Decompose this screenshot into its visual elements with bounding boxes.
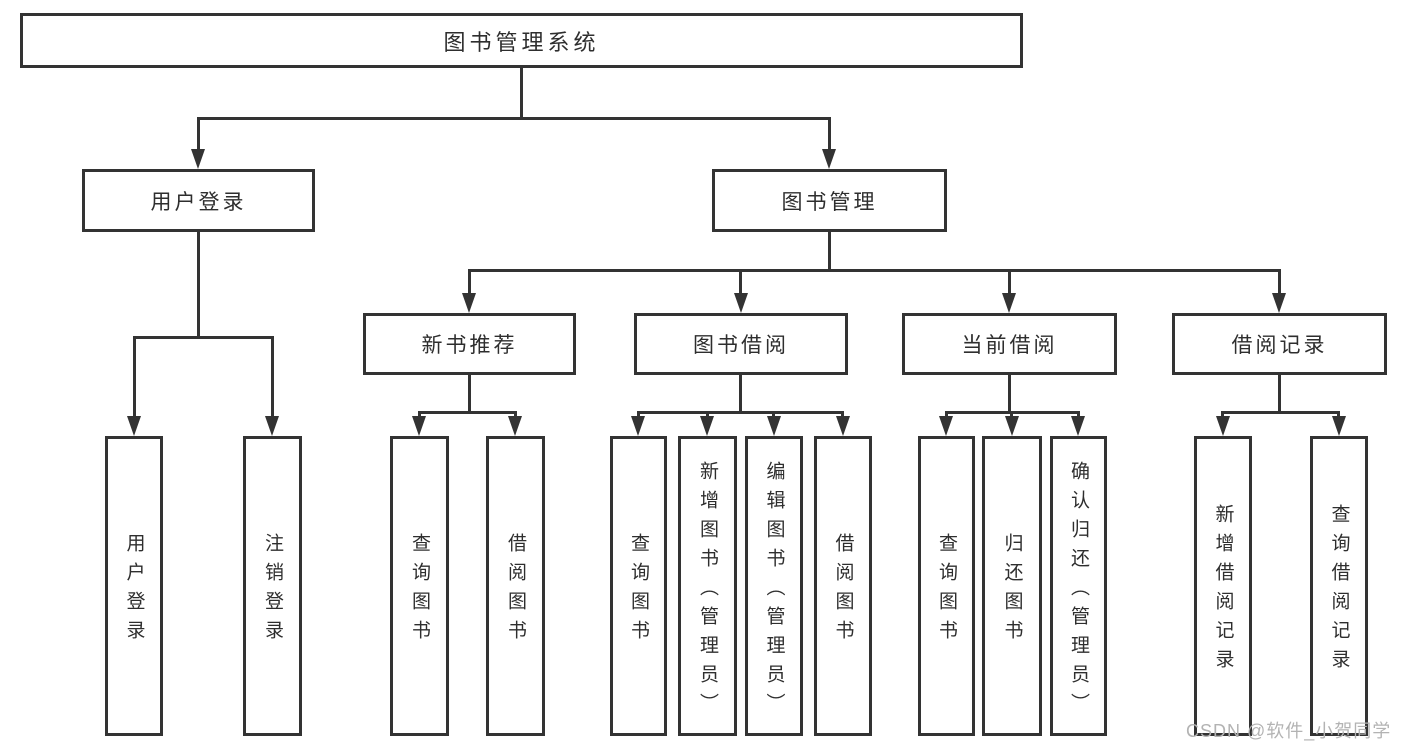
node-leaf-add-book-admin: 新增图书（管理员）	[678, 436, 737, 736]
arrow-down-icon	[767, 416, 781, 436]
node-label: 图书借阅	[693, 334, 789, 357]
connector-line	[1337, 411, 1340, 420]
connector-line	[1278, 269, 1281, 297]
node-leaf-confirm-return-admin: 确认归还（管理员）	[1050, 436, 1107, 736]
node-label: 查询图书	[628, 533, 649, 649]
connector-line	[418, 411, 421, 420]
connector-line	[197, 117, 200, 155]
connector-line	[1008, 269, 1011, 297]
node-label: 借阅图书	[832, 533, 854, 649]
node-leaf-query-books-recommend: 查询图书	[390, 436, 449, 736]
connector-line	[468, 375, 471, 414]
arrow-down-icon	[412, 416, 426, 436]
node-label: 确认归还（管理员）	[1068, 460, 1089, 722]
node-leaf-query-borrow-record: 查询借阅记录	[1310, 436, 1368, 736]
node-label: 借阅图书	[505, 533, 526, 649]
connector-line	[637, 411, 640, 420]
node-leaf-query-books-borrowing: 查询图书	[610, 436, 667, 736]
node-label: 新书推荐	[421, 334, 518, 357]
arrow-down-icon	[127, 416, 141, 436]
arrow-down-icon	[462, 293, 476, 313]
arrow-down-icon	[508, 416, 522, 436]
node-new-book-recommend: 新书推荐	[363, 313, 576, 375]
connector-line	[945, 411, 948, 420]
connector-line	[772, 411, 775, 420]
connector-line	[418, 411, 517, 414]
node-leaf-query-books-current: 查询图书	[918, 436, 975, 736]
connector-line	[706, 411, 709, 420]
node-label: 当前借阅	[961, 334, 1058, 357]
node-label: 新增借阅记录	[1212, 504, 1234, 678]
node-label: 编辑图书（管理员）	[763, 460, 785, 722]
connector-line	[841, 411, 844, 420]
node-leaf-borrow-books: 借阅图书	[814, 436, 872, 736]
arrow-down-icon	[1005, 416, 1019, 436]
connector-line	[739, 269, 742, 297]
node-label: 归还图书	[1001, 533, 1023, 649]
connector-line	[514, 411, 517, 420]
node-leaf-borrow-books-recommend: 借阅图书	[486, 436, 545, 736]
node-label: 图书管理系统	[443, 29, 600, 55]
connector-line	[520, 68, 523, 120]
arrow-down-icon	[734, 293, 748, 313]
arrow-down-icon	[191, 149, 205, 169]
arrow-down-icon	[1216, 416, 1230, 436]
connector-line	[133, 336, 274, 339]
connector-line	[1278, 375, 1281, 414]
node-leaf-add-borrow-record: 新增借阅记录	[1194, 436, 1252, 736]
node-label: 查询借阅记录	[1328, 504, 1350, 678]
node-book-management: 图书管理	[712, 169, 947, 232]
connector-line	[1010, 411, 1013, 420]
watermark: CSDN @软件_小贺同学	[1186, 721, 1392, 741]
node-label: 用户登录	[123, 533, 145, 649]
connector-line	[1221, 411, 1224, 420]
arrow-down-icon	[700, 416, 714, 436]
node-borrowing-records: 借阅记录	[1172, 313, 1387, 375]
node-book-borrowing: 图书借阅	[634, 313, 848, 375]
connector-line	[271, 336, 274, 420]
connector-line	[197, 232, 200, 339]
node-leaf-logout: 注销登录	[243, 436, 302, 736]
arrow-down-icon	[1272, 293, 1286, 313]
arrow-down-icon	[939, 416, 953, 436]
arrow-down-icon	[1071, 416, 1085, 436]
node-current-borrowing: 当前借阅	[902, 313, 1117, 375]
connector-line	[1077, 411, 1080, 420]
node-user-login: 用户登录	[82, 169, 315, 232]
connector-line	[1221, 411, 1339, 414]
connector-line	[197, 117, 830, 120]
node-label: 用户登录	[150, 190, 247, 214]
node-label: 借阅记录	[1231, 334, 1328, 357]
connector-line	[468, 269, 1281, 272]
node-label: 查询图书	[409, 533, 430, 649]
connector-line	[828, 232, 831, 272]
node-library-management-system: 图书管理系统	[20, 13, 1023, 68]
node-label: 图书管理	[781, 190, 878, 214]
arrow-down-icon	[1002, 293, 1016, 313]
connector-line	[133, 336, 136, 420]
connector-line	[828, 117, 831, 155]
node-label: 查询图书	[936, 533, 957, 649]
arrow-down-icon	[822, 149, 836, 169]
arrow-down-icon	[265, 416, 279, 436]
arrow-down-icon	[1332, 416, 1346, 436]
arrow-down-icon	[631, 416, 645, 436]
connector-line	[739, 375, 742, 414]
connector-line	[1008, 375, 1011, 414]
node-leaf-edit-book-admin: 编辑图书（管理员）	[745, 436, 803, 736]
node-leaf-return-books: 归还图书	[982, 436, 1042, 736]
node-label: 注销登录	[262, 533, 283, 649]
node-leaf-user-login: 用户登录	[105, 436, 163, 736]
connector-line	[468, 269, 471, 297]
node-label: 新增图书（管理员）	[697, 460, 718, 722]
connector-line	[637, 411, 844, 414]
arrow-down-icon	[836, 416, 850, 436]
